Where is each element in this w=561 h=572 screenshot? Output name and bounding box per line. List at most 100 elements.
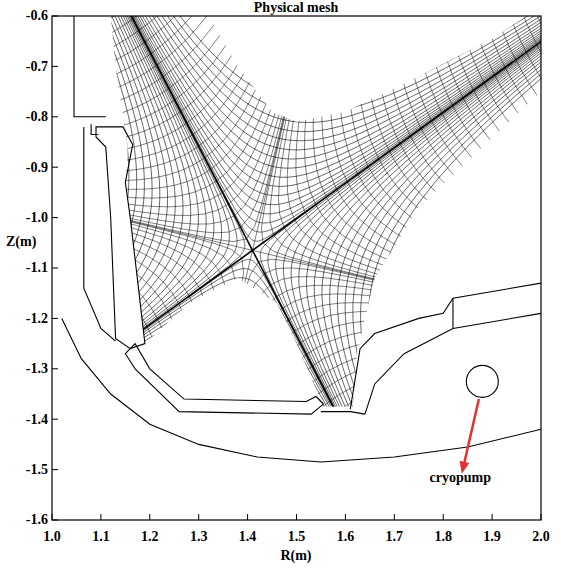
wall-outline [91,124,98,134]
mesh-line [461,0,561,459]
mesh-line [0,50,18,572]
wall-outline [96,127,145,349]
mesh-line [376,0,561,572]
cryopump-symbol [466,365,498,397]
axis-title: R(m) [280,548,311,563]
mesh-line [0,8,218,572]
mesh-line [0,13,166,572]
mesh-line [0,0,514,76]
axis-tick-label: -1.4 [26,412,48,427]
mesh-line [0,8,226,572]
mesh-line [530,0,561,434]
mesh-line [0,355,561,572]
mesh-line [0,7,561,493]
wall-outline [452,298,453,328]
mesh-line [6,485,561,572]
arrow-shaft [464,399,478,462]
mesh-line [0,305,561,572]
tick-mark [100,514,101,520]
mesh-line [0,0,505,41]
axis-tick-label: 1.3 [190,529,208,544]
mesh-line [339,0,561,487]
mesh-line [0,285,561,572]
mesh-line [260,204,561,572]
mesh-line [0,11,183,572]
mesh-line [0,0,523,128]
tick-mark [198,514,199,520]
mesh-line [0,0,532,572]
axis-ticks [52,16,541,520]
mesh-line [0,29,88,572]
mesh-line [278,0,561,493]
mesh-line [0,0,168,572]
mesh-line [0,269,561,572]
mesh-line [0,0,532,224]
axis-tick-label: -0.9 [26,160,48,175]
mesh-line [0,287,561,572]
mesh-line [322,0,561,572]
plot-title: Physical mesh [254,0,338,15]
mesh-line [0,425,561,572]
mesh-line [0,0,561,122]
mesh-line [0,27,96,572]
mesh-line [504,0,561,444]
callout-arrow [460,399,479,474]
mesh-line [0,433,561,572]
tick-mark [492,514,493,520]
mesh-line [0,39,53,572]
axis-tick-label: 1.1 [92,529,110,544]
mesh-line [356,0,561,485]
mesh-line [0,0,528,163]
mesh-line [435,0,561,467]
tick-mark [52,520,58,521]
mesh-line [0,0,137,572]
mesh-line [296,0,561,492]
mesh-line [0,0,229,572]
mesh-line [304,0,561,491]
mesh-line [0,0,532,233]
mesh-line [409,0,561,474]
mesh-line [188,259,561,572]
callout-label: cryopump [430,470,491,485]
mesh-line [0,12,174,572]
tick-mark [394,514,395,520]
mesh-line [0,0,508,50]
axis-title: Z(m) [6,234,36,249]
mesh-line [0,451,561,572]
mesh-line [0,0,529,181]
mesh-line [0,459,561,572]
mesh-line [0,277,561,572]
axis-tick-label: -1.3 [26,361,48,376]
mesh-line [0,0,501,24]
mesh-line [0,0,561,132]
vessel-walls [62,16,541,462]
mesh-line [0,7,235,572]
mesh-line [0,0,499,15]
mesh-line [0,0,237,437]
mesh-line [0,397,561,572]
tick-mark [247,514,248,520]
tick-mark [149,514,150,520]
axis-tick-label: -1.5 [26,462,48,477]
plot-frame [52,16,541,520]
mesh-line [345,0,561,572]
mesh-line [0,360,561,572]
axis-tick-label: 1.0 [43,529,61,544]
mesh-line [0,268,561,572]
mesh-line [0,278,561,572]
wall-outline [62,318,541,462]
mesh-line [0,0,517,94]
mesh-line [0,0,317,241]
mesh-line [0,15,157,572]
mesh-line [330,0,561,489]
tick-mark [296,514,297,520]
mesh-line [0,0,527,155]
axis-tick-label: -1.2 [26,311,48,326]
mesh-line [0,0,512,67]
tick-mark [52,167,58,168]
wall-outline [125,344,323,415]
axis-tick-label: -1.1 [26,260,48,275]
mesh-line [314,0,561,572]
mesh-line [261,0,561,493]
